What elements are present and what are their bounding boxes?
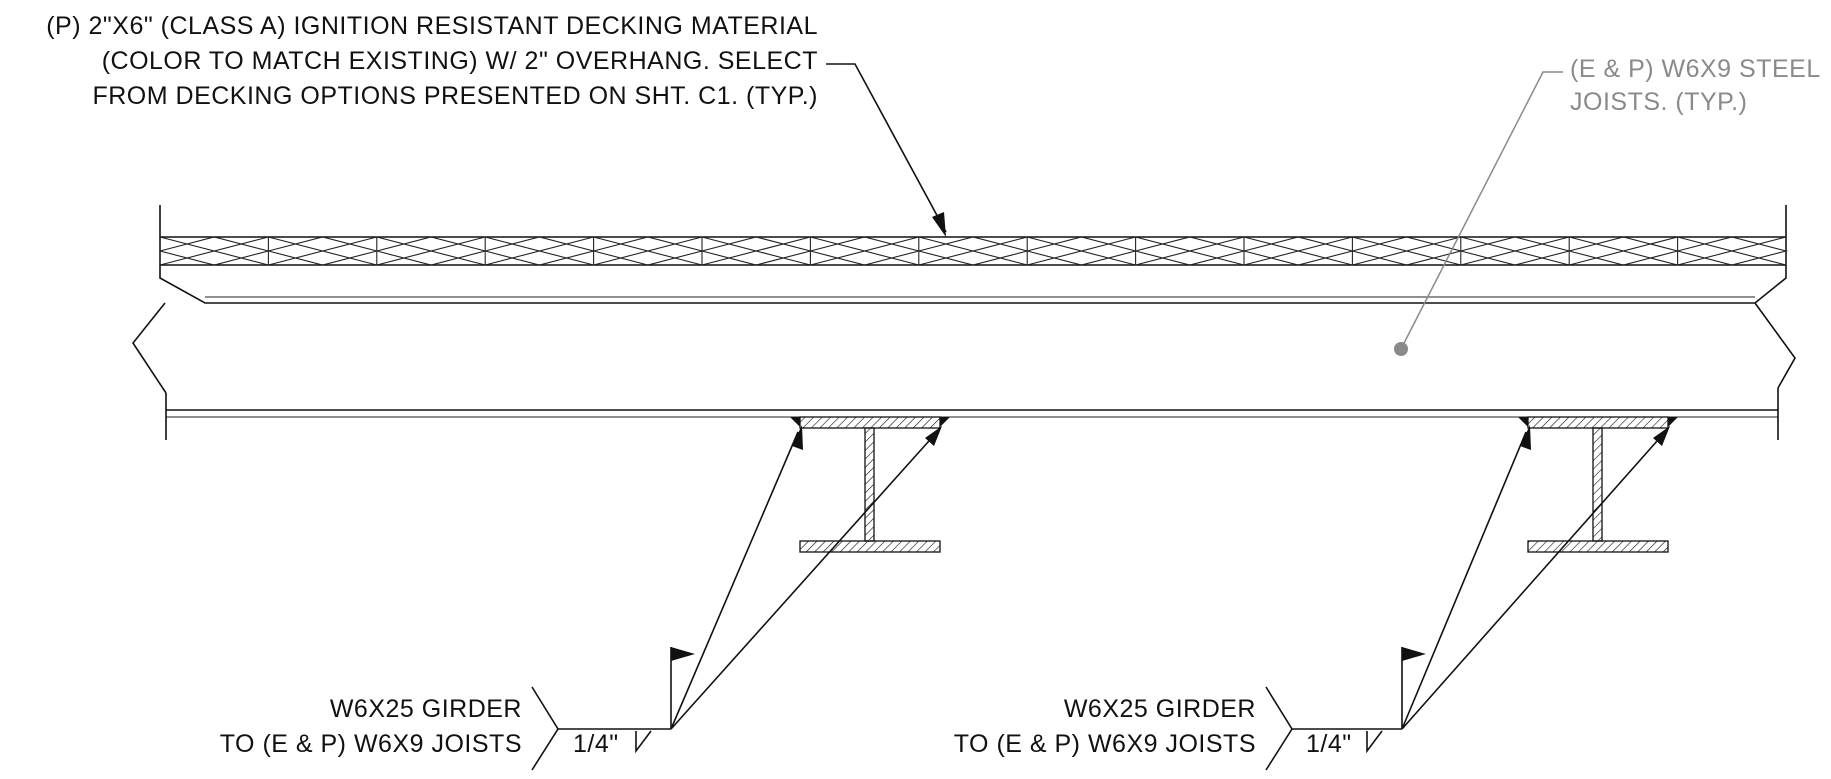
weld-symbol-right: W6X25 GIRDER TO (E & P) W6X9 JOISTS 1/4" [954, 425, 1670, 771]
girder-section-left [790, 416, 950, 553]
deck-board-hatch [593, 236, 703, 266]
weld-right-line2: TO (E & P) W6X9 JOISTS [954, 730, 1256, 758]
joist-elevation [132, 265, 1796, 440]
decking-leader-line [826, 63, 947, 233]
decking-boards [159, 205, 1789, 266]
girder-section-right [1518, 416, 1678, 553]
weld-symbol-left: W6X25 GIRDER TO (E & P) W6X9 JOISTS 1/4" [220, 425, 942, 771]
deck-board-hatch [485, 236, 594, 266]
joist-note-line1: (E & P) W6X9 STEEL [1570, 55, 1821, 83]
deck-board-hatch [159, 236, 269, 266]
joist-note-line2: JOISTS. (TYP.) [1570, 88, 1747, 116]
weld-right-line1: W6X25 GIRDER [1064, 695, 1256, 723]
joist-callout: (E & P) W6X9 STEEL JOISTS. (TYP.) [1394, 55, 1821, 356]
decking-note-line1: (P) 2"X6" (CLASS A) IGNITION RESISTANT D… [46, 12, 818, 40]
deck-board-hatch [1352, 236, 1461, 266]
field-weld-flag-right [1402, 647, 1426, 661]
deck-board-hatch [701, 236, 811, 266]
field-weld-flag-left [671, 647, 695, 661]
weld-left-size: 1/4" [573, 730, 619, 758]
weld-left-line1: W6X25 GIRDER [330, 695, 522, 723]
deck-board-hatch [1027, 236, 1136, 266]
deck-board-hatch [268, 236, 377, 266]
deck-board-hatch [918, 236, 1028, 266]
decking-callout: (P) 2"X6" (CLASS A) IGNITION RESISTANT D… [46, 12, 947, 237]
deck-board-hatch [1135, 236, 1245, 266]
joist-leader-dot [1394, 342, 1408, 356]
weld-right-size: 1/4" [1306, 730, 1352, 758]
deck-board-hatch [1243, 236, 1353, 266]
decking-note-line3: FROM DECKING OPTIONS PRESENTED ON SHT. C… [92, 82, 818, 110]
joist-leader-line [1400, 71, 1563, 350]
deck-board-hatch [1460, 236, 1570, 266]
deck-board-hatch [1677, 236, 1789, 266]
deck-board-hatch [810, 236, 919, 266]
deck-board-hatch [1569, 236, 1678, 266]
decking-leader-arrow [932, 212, 946, 237]
deck-board-hatch [1677, 236, 1787, 266]
weld-left-line2: TO (E & P) W6X9 JOISTS [220, 730, 522, 758]
deck-board-hatch [376, 236, 486, 266]
decking-note-line2: (COLOR TO MATCH EXISTING) W/ 2" OVERHANG… [102, 47, 818, 75]
